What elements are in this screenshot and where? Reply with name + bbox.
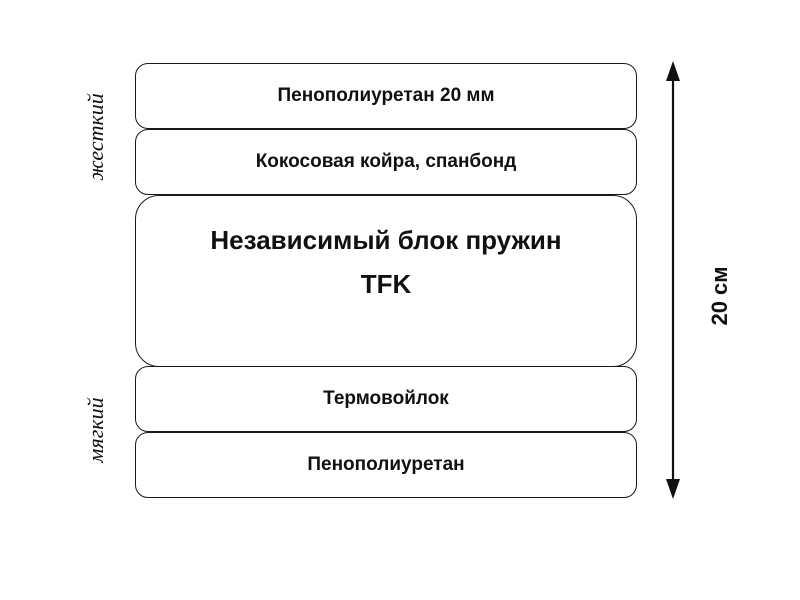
arrow-head-down-icon [666,479,680,499]
side-label-soft: мягкий [83,397,108,463]
layer-label-line2: TFK [360,269,412,299]
arrow-head-up-icon [666,61,680,81]
side-label-hard: жесткий [83,93,108,181]
layer-polyurethane-20mm: Пенополиуретан 20 мм [135,63,637,129]
layer-label: Кокосовая койра, спанбонд [255,151,517,172]
layer-label: Пенополиуретан 20 мм [277,85,495,106]
layer-polyurethane: Пенополиуретан [135,432,637,498]
layer-label: Пенополиуретан [307,454,465,475]
layer-spring-block: Независимый блок пружин TFK [135,195,637,367]
dimension-label: 20 см [707,266,732,326]
dimension-arrow [666,61,680,499]
layer-label-line1: Независимый блок пружин [210,225,562,255]
layer-coconut-coir: Кокосовая койра, спанбонд [135,129,637,195]
layer-thermofelt: Термовойлок [135,366,637,432]
layer-label: Термовойлок [323,388,449,409]
